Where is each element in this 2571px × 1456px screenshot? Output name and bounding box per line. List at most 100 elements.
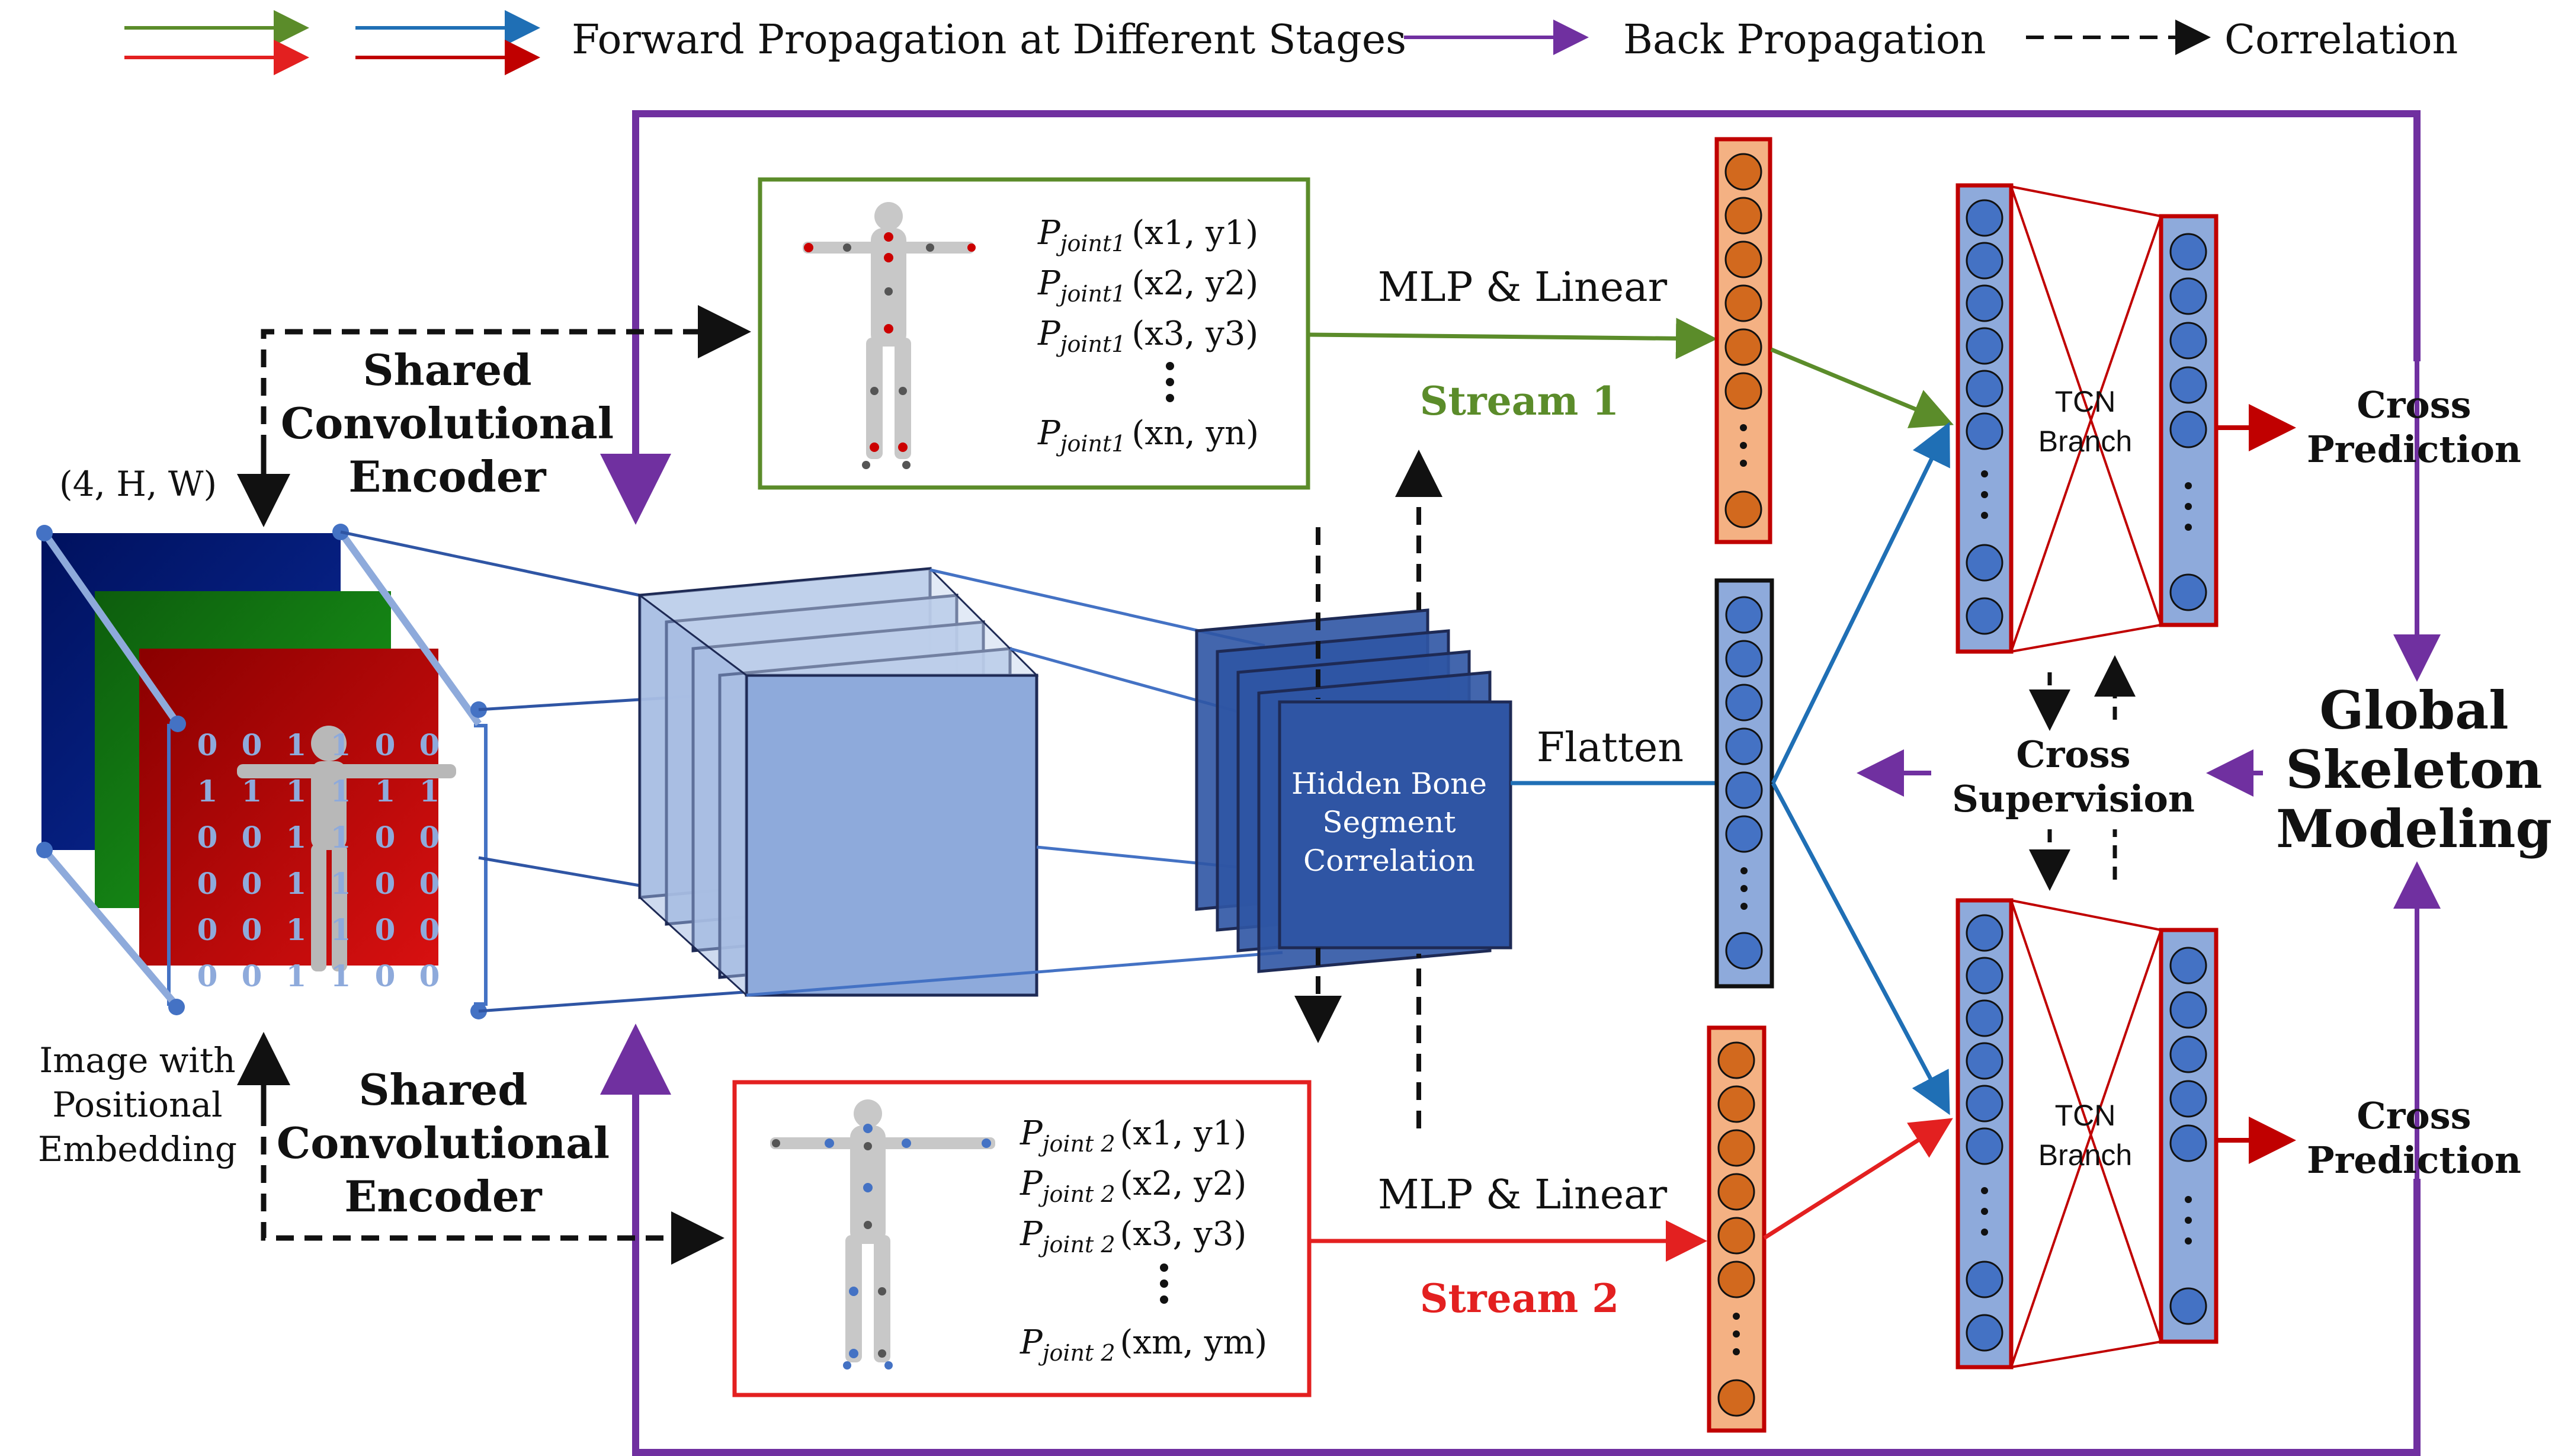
pe-grid-cell: 0 (242, 912, 262, 947)
encoder-bottom-line1: Shared (358, 1064, 527, 1115)
flattened-feature-column (1714, 578, 1774, 989)
encoder-top-line1: Shared (363, 345, 531, 395)
pe-grid-cell: 0 (197, 958, 218, 993)
cross-prediction-bottom-line2: Prediction (2307, 1138, 2521, 1182)
pe-grid-cell: 1 (331, 958, 351, 993)
stream2-joint-1: Pjoint 2(x1, y1) (1020, 1114, 1246, 1157)
pe-grid-cell: 0 (197, 912, 218, 947)
input-perspective-lines (41, 530, 482, 1009)
stream1-joint-1: Pjoint1(x1, y1) (1037, 214, 1258, 256)
pe-grid-cell: 1 (331, 866, 351, 901)
pe-grid-cell: 0 (419, 866, 440, 901)
pe-grid-cell: 1 (331, 912, 351, 947)
global-line1: Global (2319, 679, 2508, 741)
red-channel-image (139, 649, 438, 966)
pe-grid-cell: 1 (286, 727, 307, 762)
legend-forward-label: Forward Propagation at Different Stages (572, 17, 1406, 63)
cross-prediction-top-line2: Prediction (2307, 428, 2521, 471)
pe-grid-cell: 1 (286, 774, 307, 809)
encoder-bottom-line2: Convolutional (277, 1118, 610, 1168)
stream2-joint-3: Pjoint 2(x3, y3) (1020, 1215, 1246, 1258)
encoder-feature-maps (637, 567, 1039, 998)
pe-grid-cell: 0 (197, 820, 218, 855)
hidden-label-line1: Hidden Bone (1291, 767, 1487, 801)
pe-grid-cell: 1 (197, 774, 218, 809)
flatten-to-tcn1-arrow (1771, 422, 1950, 784)
pe-grid-cell: 0 (375, 727, 396, 762)
legend-back-label: Back Propagation (1623, 17, 1986, 63)
input-caption-line2: Positional (52, 1085, 222, 1125)
stream1-mlp-label: MLP & Linear (1378, 264, 1668, 311)
pe-grid-cell: 1 (331, 820, 351, 855)
pe-grid-cell: 0 (375, 866, 396, 901)
pe-grid-cell: 0 (197, 727, 218, 762)
stream1-box: Pjoint1(x1, y1) Pjoint1(x2, y2) Pjoint1(… (758, 177, 1310, 490)
tcn1-label-line2: Branch (2038, 425, 2132, 458)
stream2-box: Pjoint 2(x1, y1) Pjoint 2(x2, y2) Pjoint… (732, 1080, 1312, 1397)
stream2-vertical-ellipsis (1160, 1263, 1168, 1304)
pe-grid-cell: 0 (419, 727, 440, 762)
encoder-bottom-line3: Encoder (344, 1171, 542, 1221)
pe-grid-cell: 0 (419, 912, 440, 947)
pe-grid-cell: 1 (331, 774, 351, 809)
pe-grid-cell: 0 (242, 866, 262, 901)
hidden-label-line2: Segment (1322, 805, 1456, 839)
global-line2: Skeleton (2285, 739, 2542, 800)
input-caption-line1: Image with (39, 1040, 235, 1080)
person-silhouette-icon (237, 726, 456, 971)
pe-grid-cell: 1 (331, 727, 351, 762)
hidden-label-line3: Correlation (1303, 844, 1475, 878)
pe-grid-cell: 1 (286, 958, 307, 993)
stream1-joint-2: Pjoint1(x2, y2) (1037, 264, 1258, 307)
pe-grid-cell: 0 (197, 866, 218, 901)
encoder-top-line2: Convolutional (281, 398, 614, 448)
stream1-arrow (1309, 318, 1717, 360)
stream2-feature-column (1707, 1025, 1767, 1433)
pe-grid-cell: 1 (286, 820, 307, 855)
pe-grid-cell: 1 (419, 774, 440, 809)
stream2-joint-m: Pjoint 2(xm, ym) (1020, 1323, 1267, 1366)
stream1-name: Stream 1 (1420, 378, 1619, 424)
tcn-branch-1: TCN Branch (1956, 183, 2219, 654)
stream1-joint-n: Pjoint1(xn, yn) (1037, 414, 1259, 457)
flatten-label: Flatten (1537, 724, 1684, 771)
tcn2-label-line1: TCN (2055, 1099, 2116, 1132)
tcn-branch-2: TCN Branch (1956, 898, 2219, 1370)
legend: Forward Propagation at Different Stages … (124, 10, 2458, 75)
pe-grid-cell: 0 (375, 958, 396, 993)
stream1-vertical-ellipsis (1166, 362, 1174, 402)
pe-grid-cell: 0 (242, 820, 262, 855)
cross-supervision-line1: Cross (2016, 733, 2130, 776)
pe-grid-cell: 0 (419, 958, 440, 993)
tcn2-label-line2: Branch (2038, 1138, 2132, 1172)
pe-grid-cell: 1 (286, 866, 307, 901)
stream2-joint-dots (772, 1124, 991, 1370)
stream2-joint-2: Pjoint 2(x2, y2) (1020, 1165, 1246, 1207)
pe-grid-cell: 0 (375, 820, 396, 855)
stream1-to-tcn-arrow (1770, 347, 1954, 428)
cross-supervision-line2: Supervision (1952, 777, 2195, 820)
pe-grid-cell: 0 (242, 727, 262, 762)
input-dims-label: (4, H, W) (59, 464, 217, 504)
stream2-mlp-label: MLP & Linear (1378, 1172, 1668, 1218)
cross-prediction-top-line1: Cross (2357, 383, 2471, 426)
global-line3: Modeling (2276, 798, 2552, 860)
encoder-top-line3: Encoder (348, 451, 546, 502)
stream1-feature-column (1714, 137, 1772, 544)
input-caption-line3: Embedding (38, 1129, 237, 1169)
hidden-bone-cube: Hidden Bone Segment Correlation (1195, 608, 1512, 973)
stream1-joint-dots (804, 232, 976, 469)
stream1-joint-3: Pjoint1(x3, y3) (1037, 315, 1258, 357)
pe-grid-cell: 1 (286, 912, 307, 947)
pe-grid-cell: 1 (375, 774, 396, 809)
pe-grid-cell: 0 (375, 912, 396, 947)
flatten-to-tcn2-arrow (1771, 782, 1950, 1115)
legend-correlation-label: Correlation (2224, 17, 2458, 63)
hidden-bone-front-face (1278, 700, 1512, 950)
cross-prediction-bottom-line1: Cross (2357, 1094, 2471, 1137)
stream2-to-tcn-arrow (1763, 1118, 1953, 1240)
pe-grid-cell: 0 (242, 958, 262, 993)
